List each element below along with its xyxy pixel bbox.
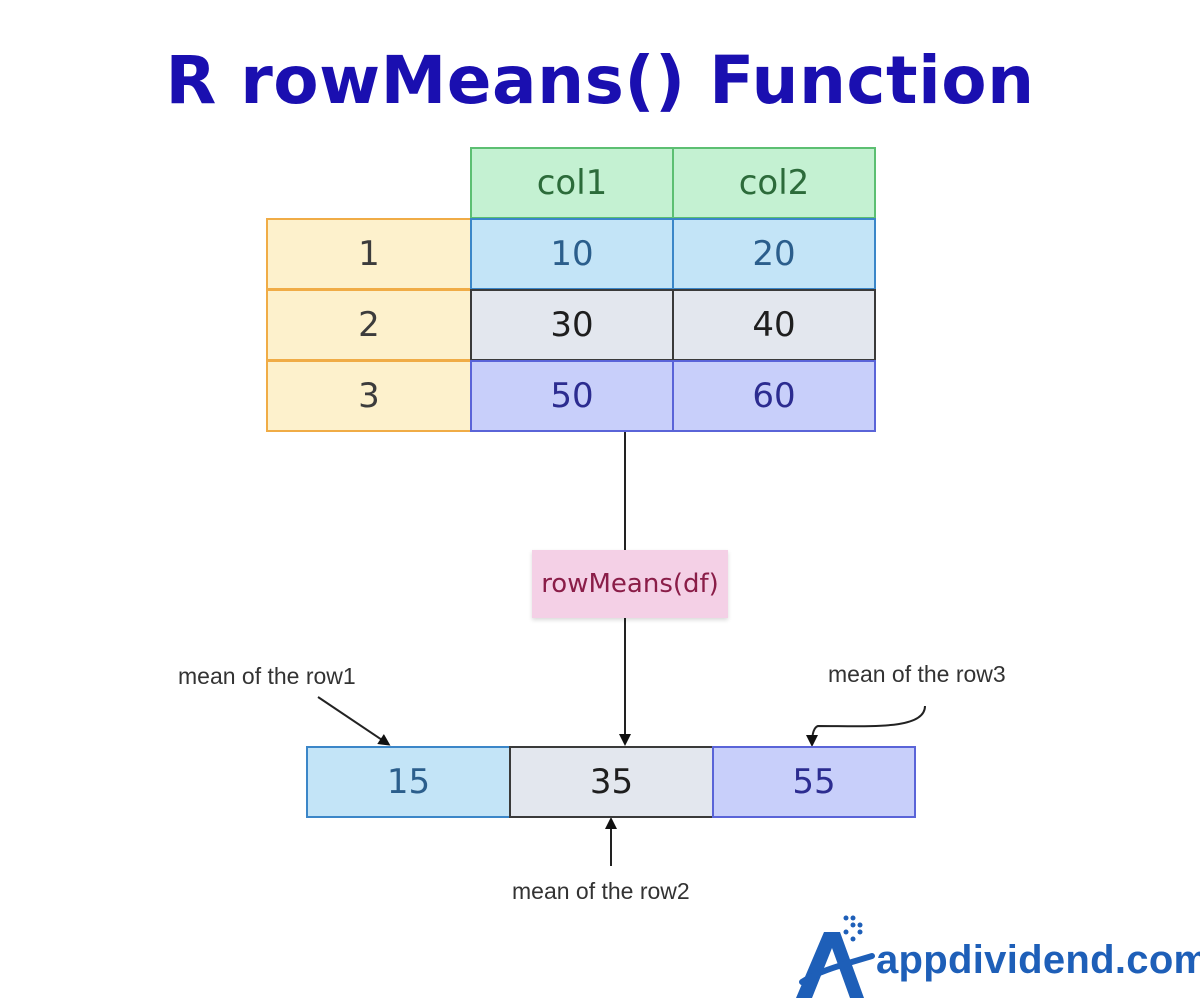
row1-annotation-arrow (317, 696, 391, 746)
result-row2: 35 (509, 746, 714, 818)
annotation-row3: mean of the row3 (828, 661, 1006, 687)
page-title: R rowMeans() Function (165, 42, 1035, 119)
row-label-3: 3 (266, 360, 472, 432)
cell-row2-col2: 40 (672, 289, 876, 361)
logo-text[interactable]: appdividend.com (876, 938, 1200, 982)
function-label: rowMeans(df) (532, 550, 728, 618)
cell-row1-col1: 10 (470, 218, 674, 290)
row-label-2: 2 (266, 289, 472, 361)
annotation-row2: mean of the row2 (512, 878, 690, 904)
result-row3: 55 (712, 746, 916, 818)
cell-row3-col2: 60 (672, 360, 876, 432)
row3-annotation-arrow (806, 705, 926, 747)
result-row1: 15 (306, 746, 511, 818)
column-header-col2: col2 (672, 147, 876, 219)
appdividend-logo-icon (796, 915, 875, 998)
cell-row3-col1: 50 (470, 360, 674, 432)
annotation-row1: mean of the row1 (178, 663, 356, 689)
cell-row2-col1: 30 (470, 289, 674, 361)
column-header-col1: col1 (470, 147, 674, 219)
